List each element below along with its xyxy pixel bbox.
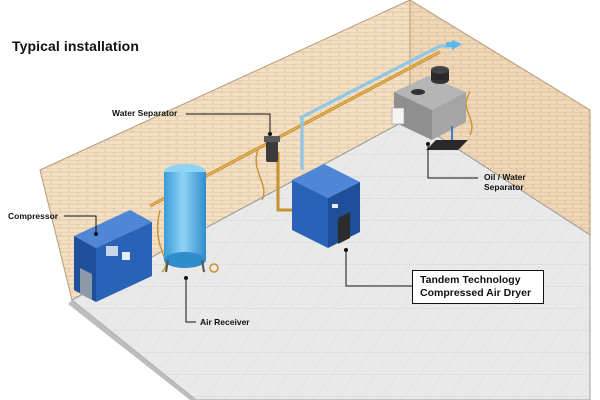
label-oil-water-line1: Oil / Water	[484, 172, 526, 182]
air-receiver-tank-icon	[164, 164, 219, 273]
air-dryer-unit-icon	[292, 164, 360, 248]
label-dryer-box: Tandem Technology Compressed Air Dryer	[412, 270, 544, 304]
leader-compressor	[64, 215, 97, 232]
floor-edge	[68, 300, 196, 400]
label-dryer-line2: Compressed Air Dryer	[420, 287, 532, 299]
leader-oil-water-separator	[427, 146, 478, 179]
label-dryer-line1: Tandem Technology	[420, 274, 521, 286]
label-compressor: Compressor	[8, 211, 59, 221]
label-oil-water-separator: Oil / Water Separator	[484, 172, 526, 192]
label-water-separator: Water Separator	[112, 108, 178, 118]
leader-dryer	[345, 252, 412, 287]
label-air-receiver: Air Receiver	[200, 317, 250, 327]
label-oil-water-line2: Separator	[484, 182, 524, 192]
water-separator-filter-icon	[264, 136, 280, 162]
drain-hose	[255, 149, 265, 201]
oil-water-separator-icon	[391, 66, 468, 150]
leader-water-separator	[186, 113, 271, 132]
airflow-arrow-icon	[452, 40, 462, 50]
compressor-unit-icon	[74, 210, 152, 302]
page-title: Typical installation	[12, 38, 139, 54]
leader-air-receiver	[185, 280, 196, 323]
